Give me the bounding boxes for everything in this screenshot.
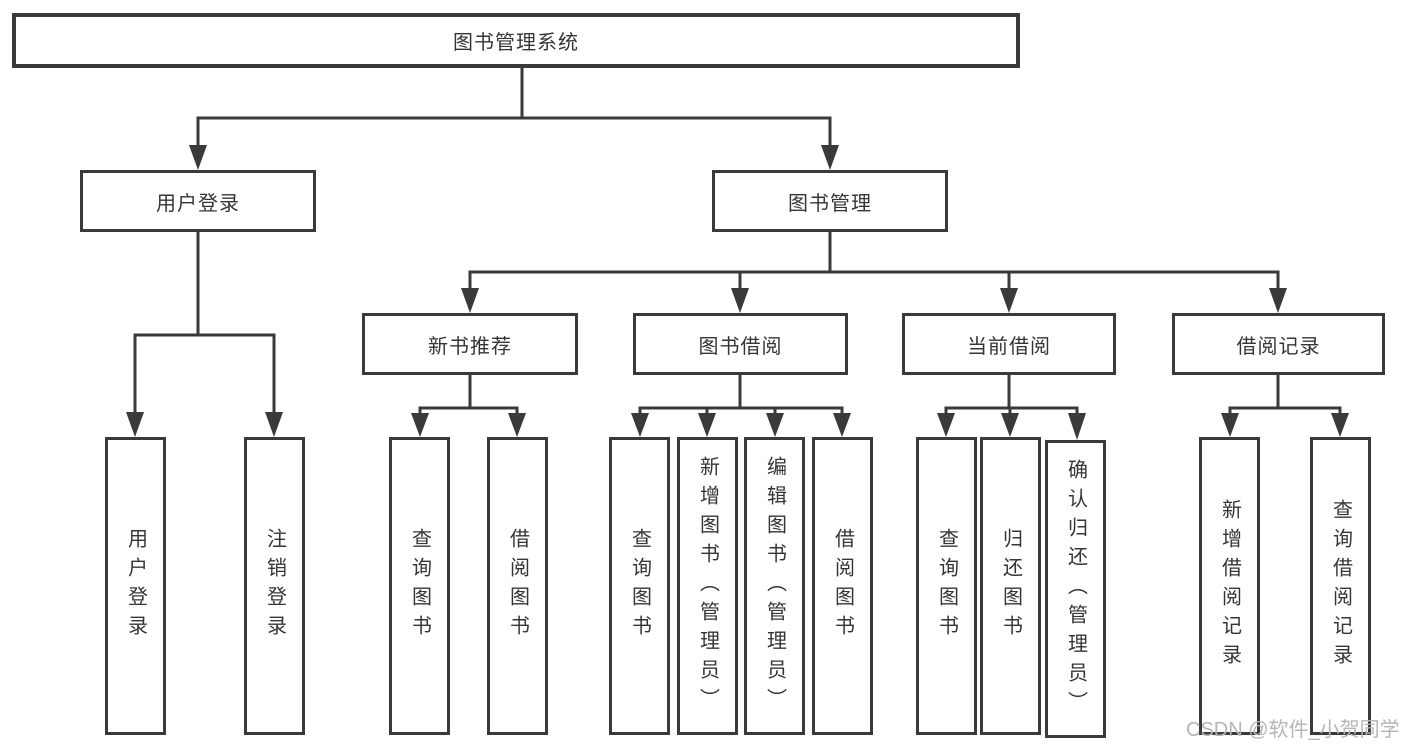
node-current-borrow-label: 当前借阅 — [967, 335, 1051, 358]
connector-root — [189, 68, 839, 170]
leaf-return-books-label: 归还图书 — [999, 528, 1022, 644]
connector-new-book-recommend — [411, 375, 526, 437]
node-book-management: 图书管理 — [712, 170, 948, 232]
leaf-borrow-books-label: 借阅图书 — [831, 528, 854, 644]
connector-book-management — [461, 232, 1287, 313]
node-user-login-label: 用户登录 — [156, 192, 240, 215]
node-new-book-recommend-label: 新书推荐 — [428, 335, 512, 358]
leaf-confirm-return-admin-label: 确认归还（管理员） — [1064, 458, 1087, 720]
leaf-borrow-books-recommend-label: 借阅图书 — [506, 528, 529, 644]
leaf-user-login-label: 用户登录 — [124, 528, 147, 644]
leaf-logout-label: 注销登录 — [263, 528, 286, 644]
leaf-borrow-books: 借阅图书 — [812, 437, 873, 735]
node-root: 图书管理系统 — [12, 13, 1020, 68]
leaf-query-books-current: 查询图书 — [916, 437, 977, 735]
connector-current-borrow — [937, 375, 1086, 440]
connector-borrow-records — [1221, 375, 1349, 437]
leaf-query-books-recommend-label: 查询图书 — [408, 528, 431, 644]
leaf-query-books-borrow: 查询图书 — [609, 437, 670, 735]
leaf-borrow-books-recommend: 借阅图书 — [487, 437, 548, 735]
leaf-user-login: 用户登录 — [105, 437, 166, 735]
leaf-query-books-borrow-label: 查询图书 — [628, 528, 651, 644]
leaf-edit-books-admin: 编辑图书（管理员） — [744, 437, 805, 735]
node-current-borrow: 当前借阅 — [902, 313, 1116, 375]
node-borrow-records: 借阅记录 — [1172, 313, 1385, 375]
node-book-borrow-label: 图书借阅 — [698, 335, 783, 358]
node-user-login: 用户登录 — [80, 170, 316, 232]
watermark: CSDN @软件_小贺同学 — [1186, 719, 1400, 741]
leaf-add-books-admin-label: 新增图书（管理员） — [696, 455, 719, 717]
leaf-query-borrow-record-label: 查询借阅记录 — [1329, 499, 1352, 673]
node-book-borrow: 图书借阅 — [633, 313, 848, 375]
connector-book-borrow — [631, 375, 851, 437]
connector-user-login — [126, 232, 283, 437]
leaf-logout: 注销登录 — [244, 437, 305, 735]
leaf-query-books-recommend: 查询图书 — [389, 437, 450, 735]
leaf-query-books-current-label: 查询图书 — [935, 528, 958, 644]
node-root-label: 图书管理系统 — [453, 32, 579, 54]
leaf-query-borrow-record: 查询借阅记录 — [1310, 437, 1371, 735]
leaf-add-books-admin: 新增图书（管理员） — [677, 437, 738, 735]
node-book-management-label: 图书管理 — [788, 192, 872, 215]
leaf-add-borrow-record: 新增借阅记录 — [1199, 437, 1260, 735]
node-new-book-recommend: 新书推荐 — [362, 313, 578, 375]
node-borrow-records-label: 借阅记录 — [1236, 335, 1321, 358]
leaf-return-books: 归还图书 — [980, 437, 1041, 735]
leaf-confirm-return-admin: 确认归还（管理员） — [1045, 440, 1106, 738]
leaf-edit-books-admin-label: 编辑图书（管理员） — [763, 455, 786, 717]
leaf-add-borrow-record-label: 新增借阅记录 — [1218, 499, 1241, 673]
